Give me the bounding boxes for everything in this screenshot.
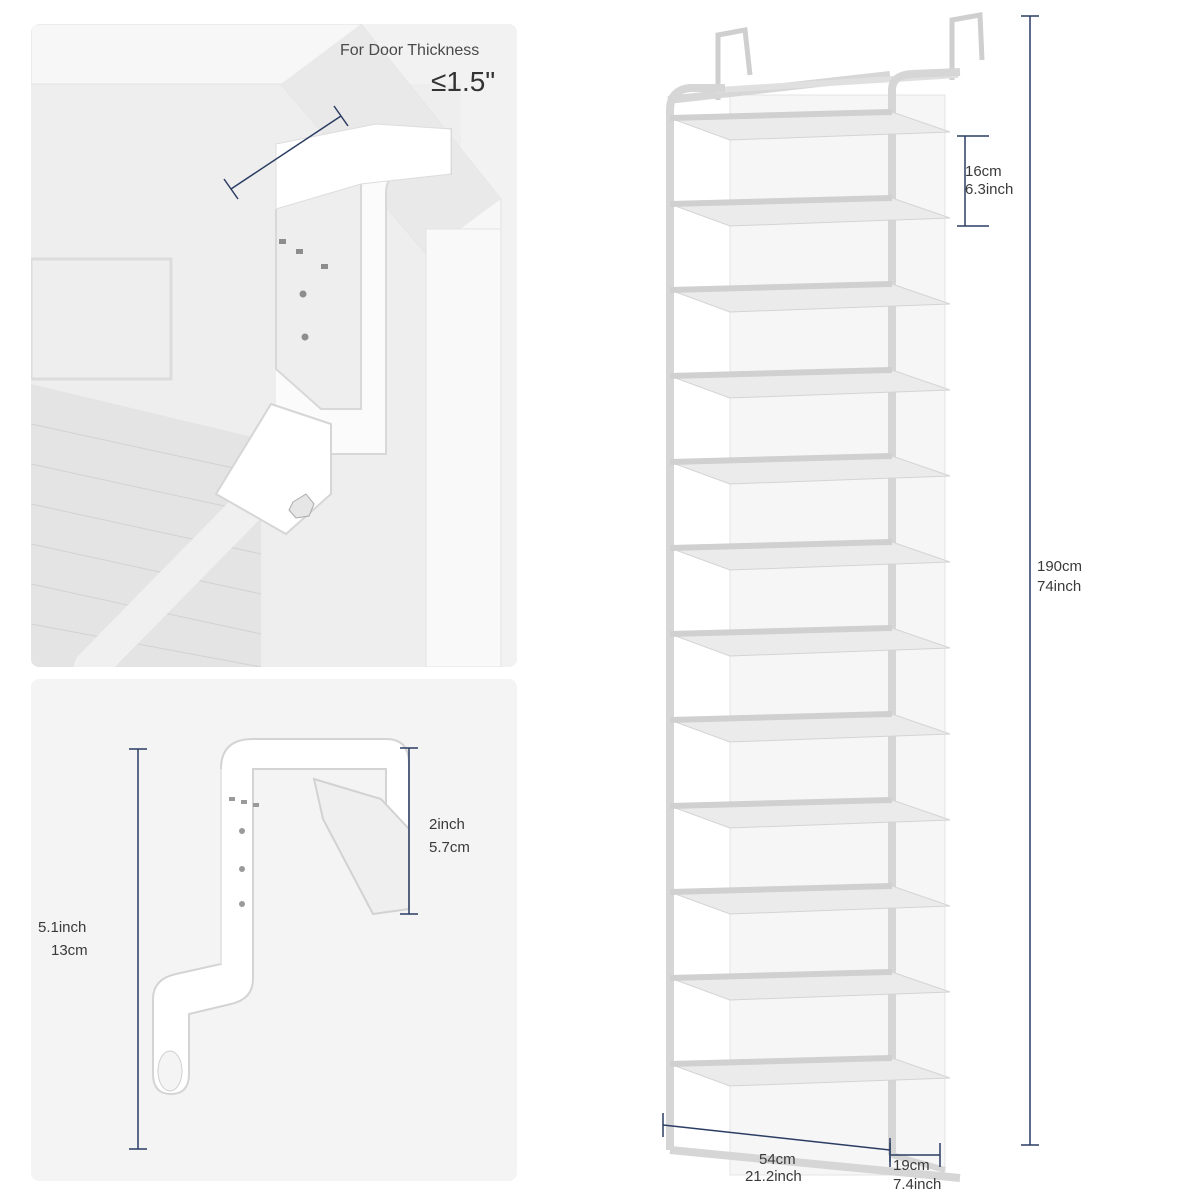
shelf-front-bar: [669, 797, 893, 809]
shelf-front-bar: [669, 539, 893, 551]
rack-depth-imperial: 7.4inch: [893, 1176, 942, 1193]
shelf-front-bar: [669, 711, 893, 723]
hook-height-imperial: 5.1inch: [38, 919, 87, 936]
shelf-front-bar: [669, 453, 893, 465]
rack-height-dimension-line: [1021, 15, 1039, 1146]
rack-depth-dimension-line: [889, 1143, 941, 1167]
shelf-front-bar: [669, 281, 893, 293]
hook-illustration: [129, 738, 418, 1150]
shelf-spacing-metric: 16cm: [965, 163, 1002, 180]
shoe-rack-illustration: [662, 12, 1039, 1182]
shelf-front-bar: [669, 195, 893, 207]
door-hook-closeup-illustration: [31, 24, 502, 667]
shelf-front-bar: [669, 109, 893, 121]
hook-dimensions-panel: 2inch 5.7cm 5.1inch 13cm: [31, 679, 517, 1181]
hook-gap-imperial: 2inch: [429, 816, 465, 833]
shelf-spacing-dimension-line: [957, 135, 989, 227]
door-thickness-value: ≤1.5": [431, 66, 496, 97]
shelf-front-bar: [669, 883, 893, 895]
rack-dimensions-panel: 16cm 6.3inch 190cm 74inch 54cm 21.2inch …: [540, 0, 1200, 1200]
rack-height-imperial: 74inch: [1037, 578, 1082, 595]
shelf-front-bar: [669, 625, 893, 637]
rack-depth-metric: 19cm: [893, 1157, 930, 1174]
hook-height-metric: 13cm: [51, 942, 88, 959]
shelf-front-bar: [669, 969, 893, 981]
door-thickness-detail-panel: For Door Thickness ≤1.5": [31, 24, 517, 667]
shelf-spacing-imperial: 6.3inch: [965, 181, 1014, 198]
shelf-front-bar: [669, 1055, 893, 1067]
hook-height-dimension-line: [129, 748, 147, 1150]
shelf-front-bar: [669, 367, 893, 379]
rack-shelves: [669, 109, 951, 1087]
rack-width-metric: 54cm: [759, 1151, 796, 1168]
hook-gap-metric: 5.7cm: [429, 839, 470, 856]
rack-width-imperial: 21.2inch: [745, 1168, 802, 1185]
thickness-dimension-line: [223, 105, 349, 200]
door-thickness-label: For Door Thickness: [340, 42, 480, 59]
rack-height-metric: 190cm: [1037, 558, 1083, 575]
hook-gap-dimension-line: [400, 747, 418, 915]
